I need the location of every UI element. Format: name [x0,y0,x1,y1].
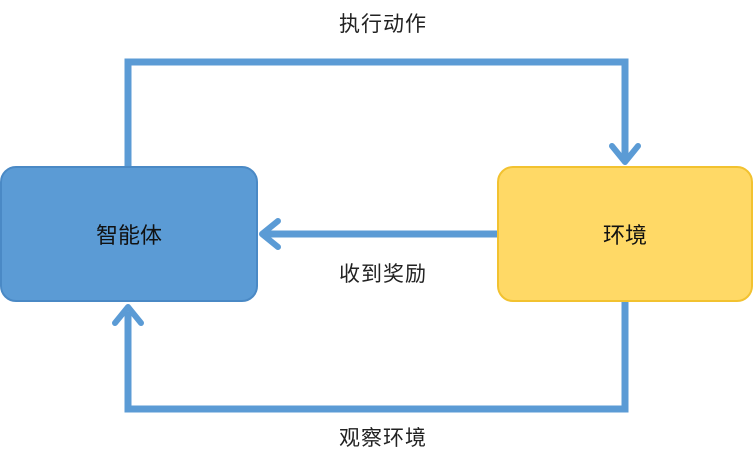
agent-node: 智能体 [0,166,258,302]
environment-node-label: 环境 [602,224,647,249]
reward-arrow-head [259,218,281,250]
action-arrow-line [124,58,629,166]
action-edge-label: 执行动作 [339,12,427,36]
environment-node: 环境 [497,166,753,302]
observe-arrow-line [124,302,629,413]
reward-edge-label: 收到奖励 [339,262,427,286]
action-arrow-head [609,143,641,165]
agent-node-label: 智能体 [95,224,162,249]
observe-arrow-head [112,304,144,326]
observe-edge-label: 观察环境 [339,426,427,450]
